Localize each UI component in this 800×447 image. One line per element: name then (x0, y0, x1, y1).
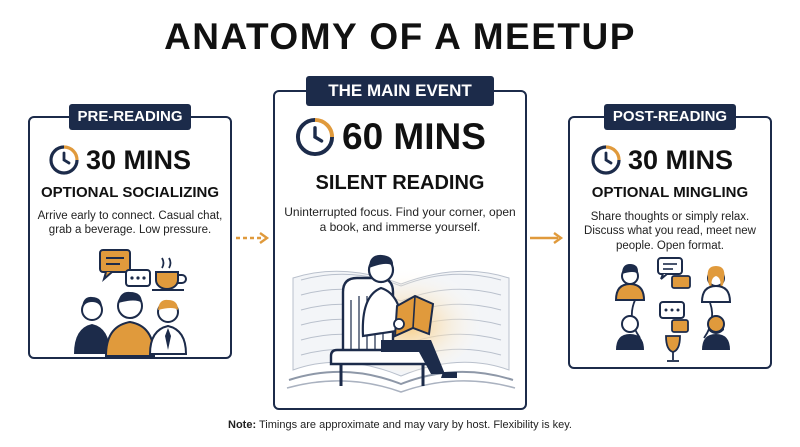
stage-description: Arrive early to connect. Casual chat, gr… (37, 210, 223, 237)
clock-icon (49, 145, 79, 175)
stage-card-main-event: THE MAIN EVENT 60 MINS SILENT READING Un… (273, 76, 527, 410)
chat-bubbles-icon (99, 249, 151, 287)
wine-glass-icon (665, 335, 681, 362)
stage-duration: 30 MINS (48, 144, 191, 176)
stage-subtitle: SILENT READING (315, 172, 485, 194)
reader-in-armchair-icon (286, 254, 516, 393)
coffee-cup-icon (152, 257, 187, 291)
footer-note: Note: Timings are approximate and may va… (0, 419, 800, 431)
stage-badge: POST-READING (604, 104, 736, 130)
stage-subtitle: OPTIONAL SOCIALIZING (40, 184, 220, 201)
stage-description: Share thoughts or simply relax. Discuss … (584, 211, 756, 252)
duration-text: 30 MINS (86, 144, 192, 175)
duration-text: 60 MINS (342, 116, 486, 157)
people-group-icon (74, 249, 188, 357)
page-title: ANATOMY OF A MEETUP (164, 16, 636, 57)
note-label: Note: (228, 419, 257, 431)
stage-card-post-reading: POST-READING 30 MINS OPTIONAL MINGLING S… (568, 104, 772, 369)
stage-badge: THE MAIN EVENT (306, 76, 494, 106)
clock-icon (591, 145, 621, 175)
stage-description: Uninterrupted focus. Find your corner, o… (284, 205, 516, 234)
stage-duration: 60 MINS (294, 116, 486, 158)
duration-text: 30 MINS (628, 144, 734, 175)
stage-duration: 30 MINS (590, 144, 733, 176)
flow-arrow-icon (530, 232, 564, 244)
clock-icon (295, 117, 335, 157)
stage-card-pre-reading: PRE-READING 30 MINS OPTIONAL SOCIALIZING… (28, 104, 232, 359)
flow-arrow-icon (236, 232, 270, 244)
stage-badge: PRE-READING (69, 104, 191, 130)
note-text: Timings are approximate and may vary by … (256, 419, 572, 431)
stage-subtitle: OPTIONAL MINGLING (591, 184, 749, 201)
conversation-circle-icon (614, 257, 732, 362)
